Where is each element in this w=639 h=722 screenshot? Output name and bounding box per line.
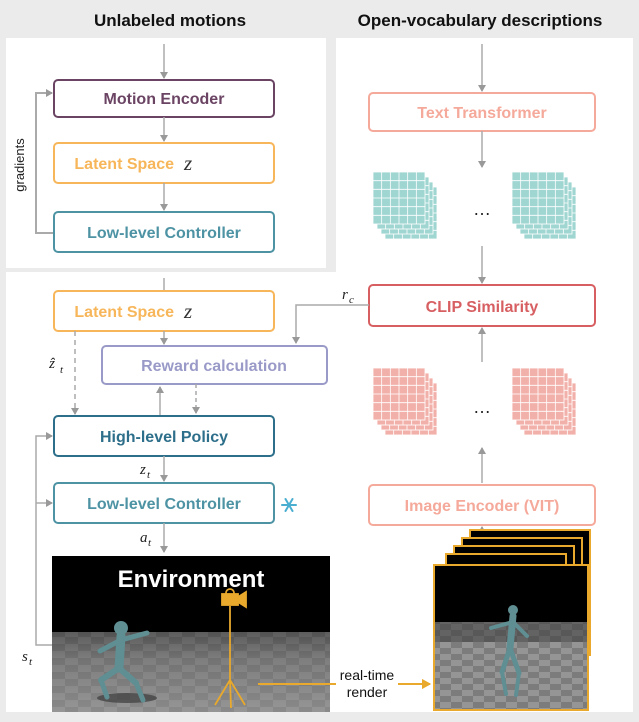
image-encoder-box: Image Encoder (VIT) bbox=[368, 484, 596, 526]
render-label-line1: real-time bbox=[340, 667, 395, 683]
svg-text:t: t bbox=[29, 656, 33, 668]
low-level-controller-label-bottom: Low-level Controller bbox=[87, 496, 241, 513]
text-transformer-box: Text Transformer bbox=[368, 92, 596, 132]
latent-space-label-top: Latent Space bbox=[74, 156, 174, 173]
embedding-layer bbox=[372, 367, 426, 421]
latent-space-label-bottom: Latent Space bbox=[74, 304, 174, 321]
rendered-frame-front bbox=[433, 564, 589, 711]
low-level-controller-label-top: Low-level Controller bbox=[87, 225, 241, 242]
environment-scene: Environment bbox=[52, 556, 330, 712]
svg-text:s: s bbox=[22, 649, 28, 665]
ellipsis-text-embeddings: … bbox=[473, 199, 491, 219]
latent-space-box-top: Latent Space z bbox=[53, 142, 275, 184]
embedding-layer bbox=[511, 367, 565, 421]
zt-label: z t bbox=[139, 462, 151, 481]
motion-encoder-box: Motion Encoder bbox=[53, 79, 275, 118]
arrow-clip-to-reward bbox=[292, 304, 369, 344]
high-level-policy-box: High-level Policy bbox=[53, 415, 275, 457]
low-level-controller-box-top: Low-level Controller bbox=[53, 211, 275, 253]
svg-text:c: c bbox=[349, 294, 354, 306]
gradients-feedback-arrow bbox=[35, 89, 56, 234]
low-level-controller-box-bottom: Low-level Controller bbox=[53, 482, 275, 524]
camera-tripod-icon bbox=[214, 588, 247, 709]
clip-similarity-label: CLIP Similarity bbox=[426, 299, 539, 316]
state-feedback-to-policy bbox=[35, 432, 53, 646]
environment-title: Environment bbox=[118, 566, 265, 593]
image-embedding-stack-right bbox=[511, 367, 577, 436]
image-embedding-stack-left bbox=[372, 367, 438, 436]
svg-text:t: t bbox=[148, 537, 152, 549]
svg-text:z: z bbox=[139, 462, 146, 478]
text-embedding-stack-right bbox=[511, 171, 577, 240]
reward-calculation-label: Reward calculation bbox=[141, 358, 287, 375]
zhat-label: ẑ t bbox=[48, 356, 64, 376]
text-embedding-stack-left bbox=[372, 171, 438, 240]
embedding-layer bbox=[511, 171, 565, 225]
render-label-bg bbox=[336, 664, 398, 706]
svg-text:ẑ: ẑ bbox=[48, 356, 55, 372]
header-unlabeled-motions: Unlabeled motions bbox=[94, 11, 246, 30]
svg-text:a: a bbox=[140, 530, 148, 546]
svg-text:t: t bbox=[147, 469, 151, 481]
text-transformer-label: Text Transformer bbox=[417, 105, 547, 122]
latent-space-box-bottom: Latent Space z bbox=[53, 290, 275, 332]
snowflake-icon bbox=[281, 498, 297, 512]
image-encoder-label: Image Encoder (VIT) bbox=[405, 498, 560, 515]
svg-text:t: t bbox=[60, 364, 64, 376]
header-open-vocabulary: Open-vocabulary descriptions bbox=[358, 11, 603, 30]
motion-encoder-label: Motion Encoder bbox=[104, 91, 225, 108]
clip-similarity-box: CLIP Similarity bbox=[368, 284, 596, 327]
render-label-line2: render bbox=[347, 684, 388, 700]
at-label: a t bbox=[140, 530, 152, 549]
st-label: s t bbox=[22, 649, 33, 668]
humanoid-figure-environment bbox=[97, 621, 150, 703]
rendered-frames-stack bbox=[433, 529, 591, 711]
gradients-label: gradients bbox=[12, 138, 27, 192]
humanoid-figure-rendered bbox=[489, 605, 529, 697]
latent-z-symbol-top: z bbox=[183, 151, 192, 175]
rc-label: r c bbox=[342, 287, 354, 306]
reward-calculation-box: Reward calculation bbox=[101, 345, 328, 385]
latent-z-symbol-bottom: z bbox=[183, 299, 192, 323]
svg-text:r: r bbox=[342, 287, 348, 303]
high-level-policy-label: High-level Policy bbox=[100, 429, 228, 446]
ellipsis-image-embeddings: … bbox=[473, 397, 491, 417]
embedding-layer bbox=[372, 171, 426, 225]
